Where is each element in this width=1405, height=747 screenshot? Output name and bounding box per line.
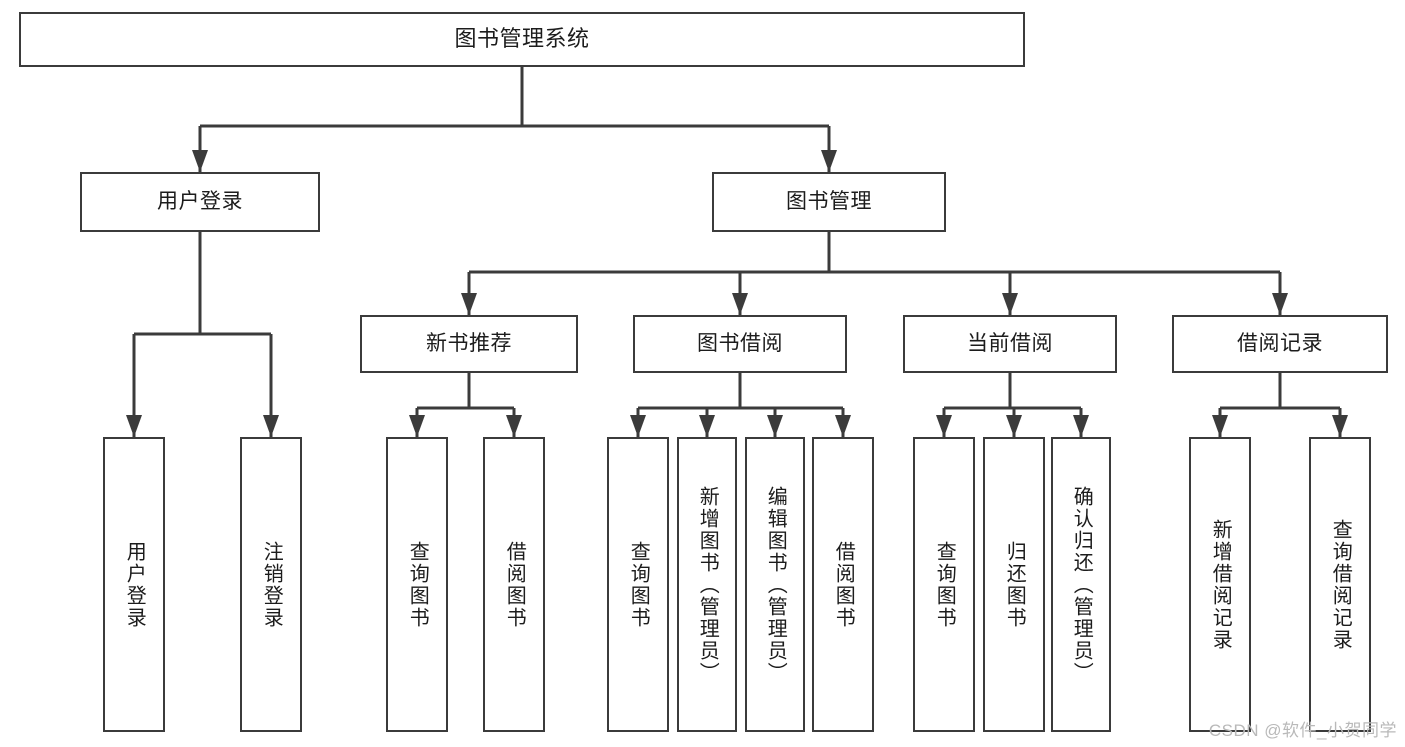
node-label: 借阅图书 — [503, 540, 526, 629]
node-label: 查询图书 — [627, 540, 650, 629]
arrowhead-icon — [126, 415, 142, 437]
arrowhead-icon — [699, 415, 715, 437]
node-label: 借阅记录 — [1237, 332, 1323, 356]
node-book-manage[interactable]: 图书管理 — [712, 172, 946, 232]
arrowhead-icon — [409, 415, 425, 437]
arrowhead-icon — [630, 415, 646, 437]
node-label: 确认归还（管理员） — [1070, 485, 1093, 684]
node-leaf-query-book-1[interactable]: 查询图书 — [386, 437, 448, 732]
node-label: 用户登录 — [123, 540, 146, 629]
node-leaf-query-record[interactable]: 查询借阅记录 — [1309, 437, 1371, 732]
arrowhead-icon — [767, 415, 783, 437]
node-leaf-edit-book[interactable]: 编辑图书（管理员） — [745, 437, 805, 732]
arrowhead-icon — [461, 293, 477, 315]
arrowhead-icon — [936, 415, 952, 437]
node-leaf-borrow-book-2[interactable]: 借阅图书 — [812, 437, 874, 732]
node-leaf-query-book-3[interactable]: 查询图书 — [913, 437, 975, 732]
arrowhead-icon — [732, 293, 748, 315]
node-root[interactable]: 图书管理系统 — [19, 12, 1025, 67]
node-leaf-user-logout[interactable]: 注销登录 — [240, 437, 302, 732]
arrowhead-icon — [1006, 415, 1022, 437]
node-label: 新增图书（管理员） — [696, 485, 719, 684]
node-leaf-borrow-book-1[interactable]: 借阅图书 — [483, 437, 545, 732]
arrowhead-icon — [1002, 293, 1018, 315]
node-label: 查询借阅记录 — [1329, 518, 1352, 651]
node-label: 编辑图书（管理员） — [764, 485, 787, 684]
node-label: 新增借阅记录 — [1209, 518, 1232, 651]
node-label: 图书管理系统 — [454, 26, 590, 52]
node-book-borrow[interactable]: 图书借阅 — [633, 315, 847, 373]
node-label: 查询图书 — [933, 540, 956, 629]
node-leaf-user-login[interactable]: 用户登录 — [103, 437, 165, 732]
node-label: 注销登录 — [260, 540, 283, 629]
node-label: 新书推荐 — [426, 332, 512, 356]
arrowhead-icon — [192, 150, 208, 172]
node-label: 当前借阅 — [967, 332, 1053, 356]
node-leaf-query-book-2[interactable]: 查询图书 — [607, 437, 669, 732]
arrowhead-icon — [1212, 415, 1228, 437]
node-label: 查询图书 — [406, 540, 429, 629]
node-borrow-record[interactable]: 借阅记录 — [1172, 315, 1388, 373]
node-leaf-confirm-return[interactable]: 确认归还（管理员） — [1051, 437, 1111, 732]
node-leaf-return-book[interactable]: 归还图书 — [983, 437, 1045, 732]
node-label: 归还图书 — [1003, 540, 1026, 629]
arrowhead-icon — [506, 415, 522, 437]
arrowhead-icon — [1272, 293, 1288, 315]
arrowhead-icon — [1073, 415, 1089, 437]
node-label: 图书借阅 — [697, 332, 783, 356]
arrowhead-icon — [263, 415, 279, 437]
node-current-borrow[interactable]: 当前借阅 — [903, 315, 1117, 373]
node-new-book-rec[interactable]: 新书推荐 — [360, 315, 578, 373]
arrowhead-icon — [1332, 415, 1348, 437]
arrowhead-icon — [835, 415, 851, 437]
node-label: 借阅图书 — [832, 540, 855, 629]
arrowhead-icon — [821, 150, 837, 172]
node-user-login[interactable]: 用户登录 — [80, 172, 320, 232]
node-label: 图书管理 — [786, 190, 872, 214]
node-label: 用户登录 — [157, 190, 243, 214]
node-leaf-add-book[interactable]: 新增图书（管理员） — [677, 437, 737, 732]
node-leaf-add-record[interactable]: 新增借阅记录 — [1189, 437, 1251, 732]
